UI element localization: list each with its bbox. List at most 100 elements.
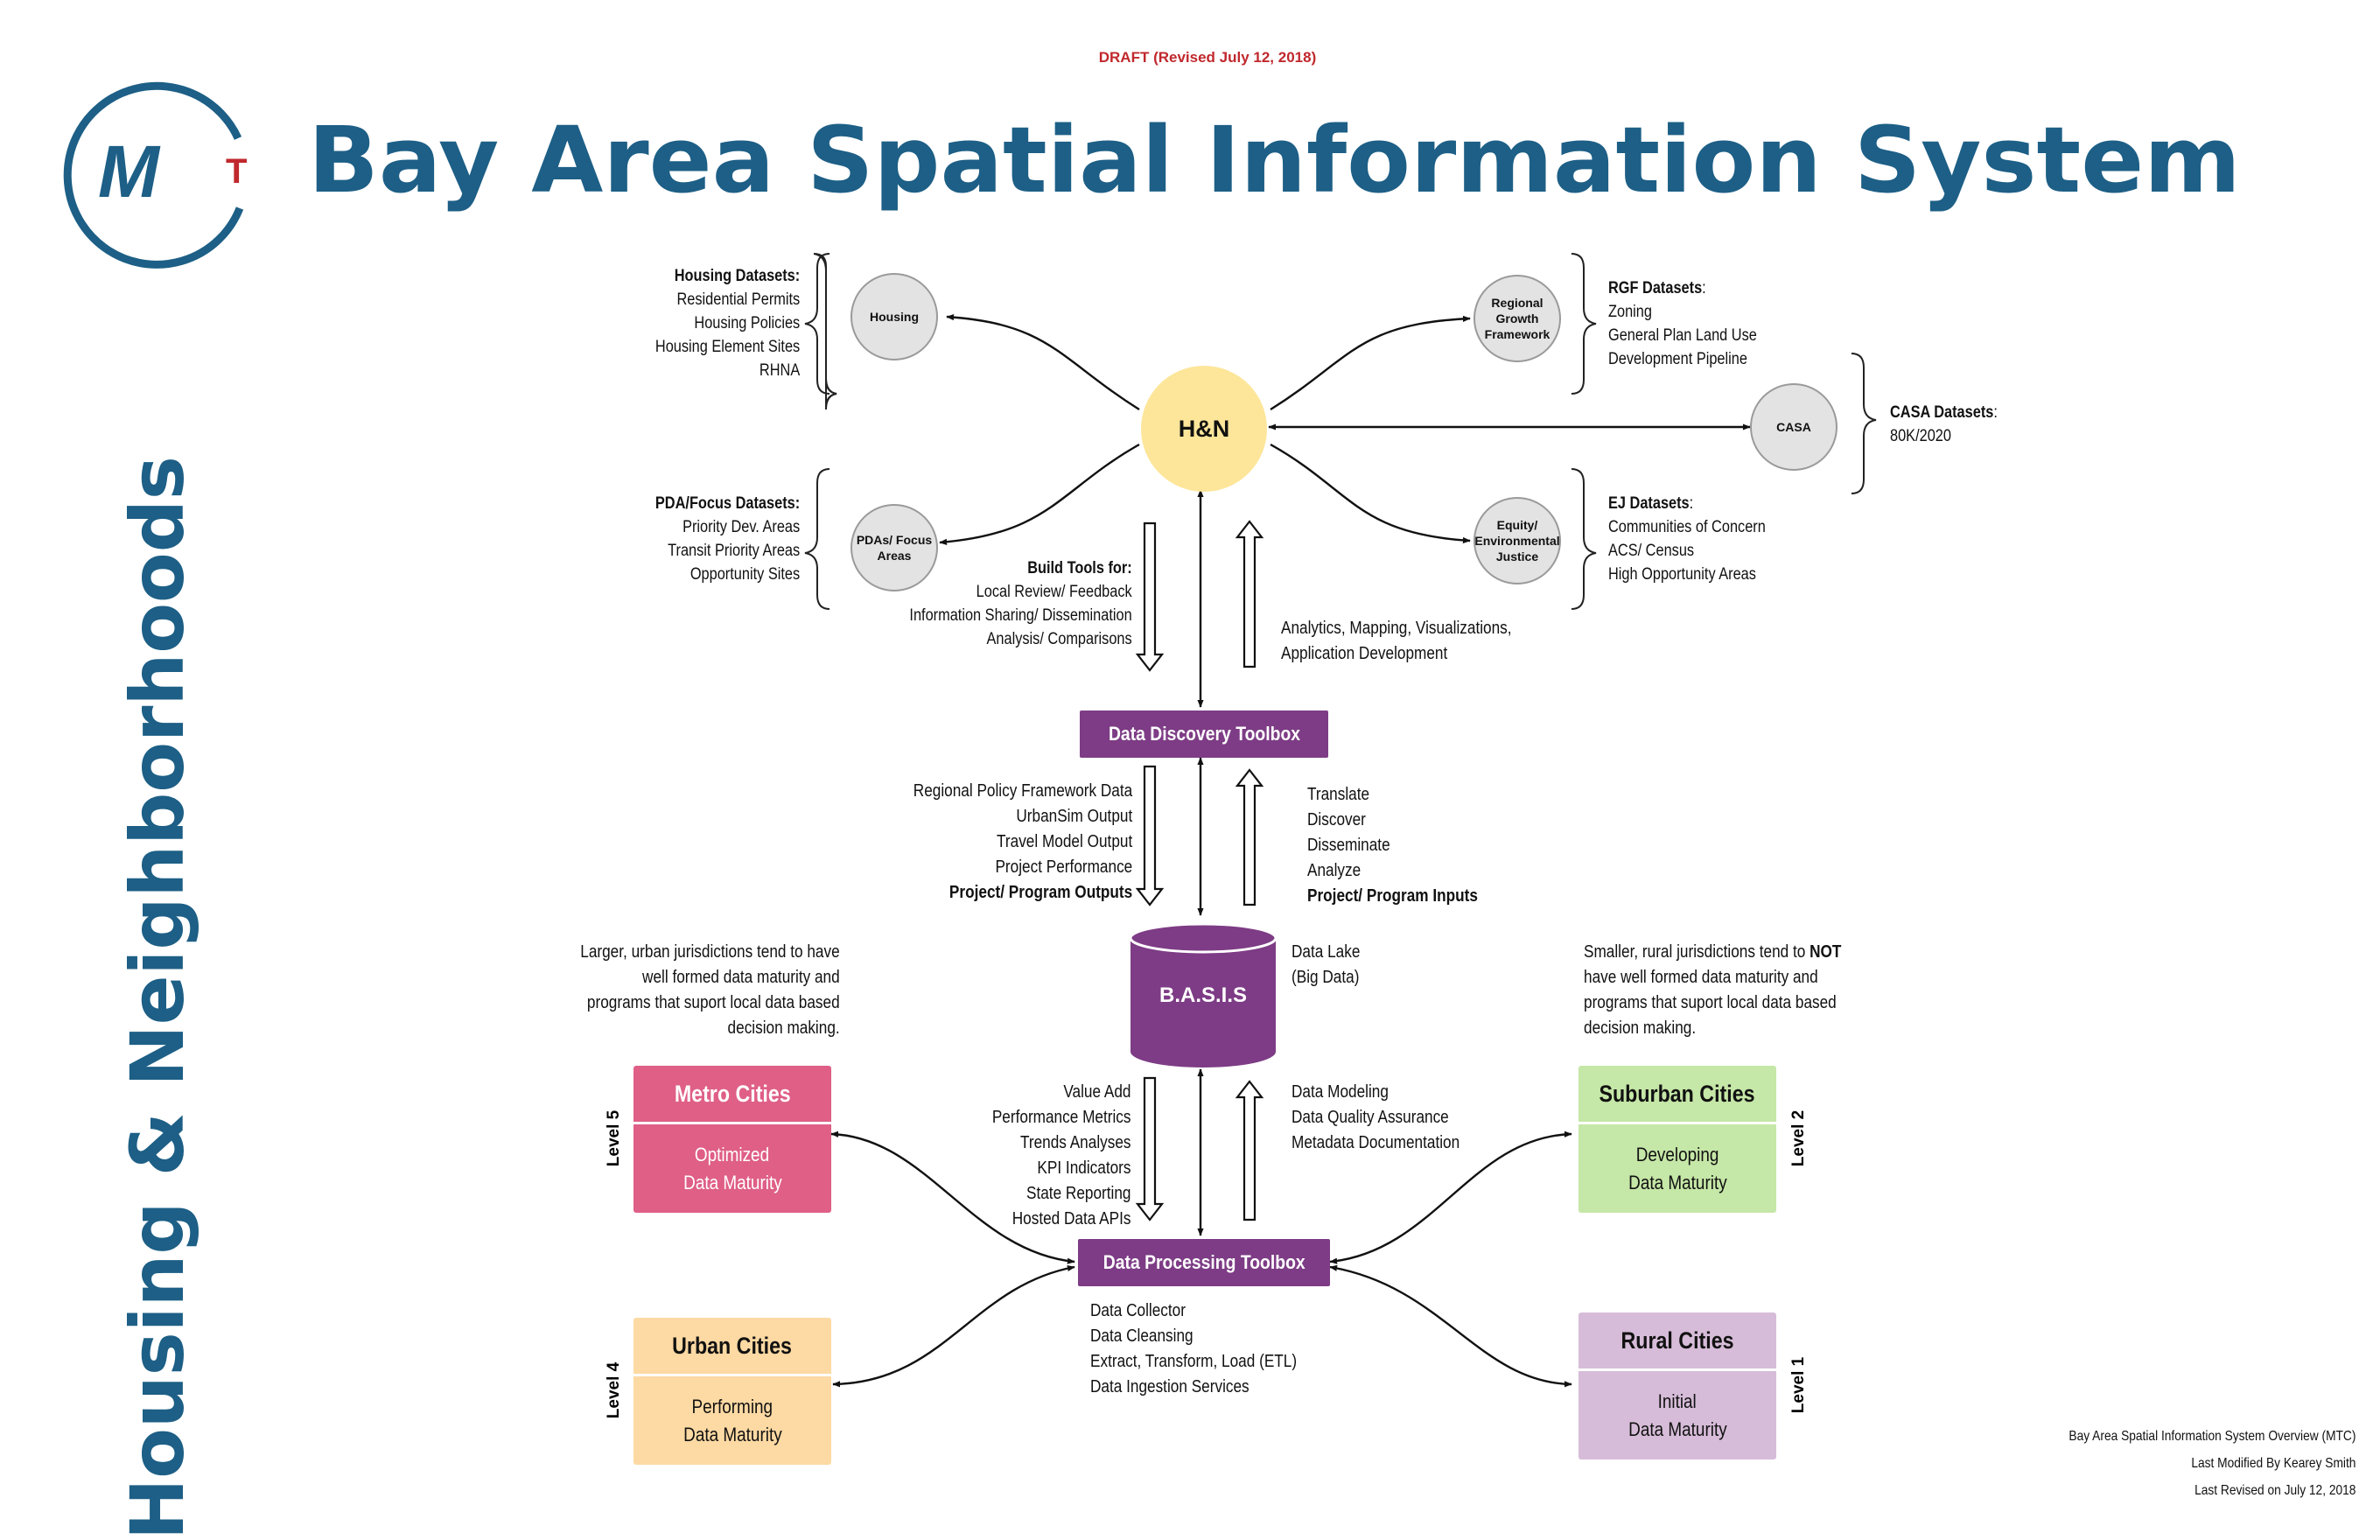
node-pdas: PDAs/ Focus Areas [850,504,938,592]
dataset-item: ACS/ Census [1608,542,1695,560]
dataset-item: Transit Priority Areas [667,542,800,560]
hollow-arrow-build-down [1135,522,1165,672]
hollow-arrow-modeling-up [1235,1080,1264,1222]
node-rgf: Regional Growth Framework [1474,275,1561,362]
node-equity: Equity/ Environmental Justice [1474,497,1561,584]
node-housing-label: Housing [870,310,919,324]
flow-item: Data Lake [1292,942,1361,962]
flow-item: Trends Analyses [1019,1133,1130,1152]
note-line: programs that suport local data based [587,993,840,1012]
flow-item: KPI Indicators [1036,1158,1130,1178]
rural-level-label: Level 1 [1789,1356,1808,1414]
suburban-cities-box: Suburban Cities Developing Data Maturity [1578,1066,1776,1213]
arrow-hn-pdas [939,443,1140,545]
flow-item: UrbanSim Output [1016,807,1132,826]
node-equity-line: Justice [1495,550,1539,564]
metro-level-label: Level 5 [605,1110,623,1167]
dataset-item: High Opportunity Areas [1608,565,1756,584]
collection-text: Data Collector Data Cleansing Extract, T… [1090,1298,1297,1400]
footer-notes: Bay Area Spatial Information System Over… [2068,1423,2356,1504]
flow-item: Project/ Program Inputs [1307,886,1478,906]
note-line: well formed data maturity and [642,968,840,987]
flow-item: Information Sharing/ Dissemination [909,606,1132,625]
node-casa-label: CASA [1776,420,1811,434]
dataset-item: Priority Dev. Areas [682,518,800,536]
dataset-item: RHNA [759,361,800,380]
node-rgf-line: Framework [1484,327,1550,341]
node-pdas-label: PDAs/ Focus Areas [857,532,932,564]
city-maturity-line: Data Maturity [1628,1418,1727,1440]
city-maturity-line: Data Maturity [682,1424,782,1446]
value-add-text: Value Add Performance Metrics Trends Ana… [991,1080,1130,1232]
build-tools-text: Build Tools for: Local Review/ Feedback … [910,556,1132,651]
flow-item: Analytics, Mapping, Visualizations, [1281,619,1512,638]
arrow-processing-urban [832,1264,1075,1388]
hollow-arrow-inputs-up [1235,768,1264,906]
flow-item: Regional Policy Framework Data [913,781,1132,801]
flow-item: Value Add [1062,1082,1130,1102]
arrow-hn-rgf [1270,315,1471,411]
flow-item: State Reporting [1026,1184,1130,1203]
footer-line: Last Modified By Kearey Smith [2190,1456,2356,1471]
flow-item: Project Performance [995,858,1132,877]
hollow-arrow-valueadd-down [1135,1076,1165,1222]
rural-cities-body: Initial Data Maturity [1578,1372,1776,1460]
dataset-item: Zoning [1608,303,1652,321]
suburban-cities-body: Developing Data Maturity [1578,1125,1776,1213]
data-processing-toolbox: Data Processing Toolbox [1078,1239,1330,1286]
dataset-item: Communities of Concern [1608,518,1766,536]
flow-item: Hosted Data APIs [1012,1209,1130,1228]
node-rgf-label: Regional Growth Framework [1485,295,1550,342]
mtc-logo: M T [54,77,256,270]
arrow-processing-suburban [1329,1130,1572,1264]
note-line: decision making. [1584,1018,1697,1038]
housing-datasets-title: Housing Datasets: [674,267,800,285]
flow-item: Travel Model Output [996,832,1132,851]
ej-datasets: EJ Datasets: Communities of Concern ACS/… [1608,492,1766,586]
outputs-text: Regional Policy Framework Data UrbanSim … [914,779,1132,906]
inputs-text: Translate Discover Disseminate Analyze P… [1307,782,1478,909]
hollow-arrow-outputs-down [1135,765,1165,906]
flow-item: Discover [1307,810,1366,830]
dataset-item: Housing Element Sites [654,338,800,356]
node-rgf-line: Regional [1491,296,1544,310]
rural-cities-box: Rural Cities Initial Data Maturity [1578,1312,1776,1460]
brace-pda [804,468,830,610]
brace-casa [1851,353,1877,494]
brace-housing-left [804,253,830,395]
flow-item: Analyze [1307,861,1362,880]
urban-cities-body: Performing Data Maturity [634,1377,831,1465]
note-line: decision making. [727,1018,840,1038]
city-maturity-line: Initial [1657,1390,1698,1412]
casa-datasets: CASA Datasets: 80K/2020 [1890,401,1998,448]
basis-database: B.A.S.I.S [1129,922,1278,1071]
city-maturity-line: Data Maturity [1628,1172,1727,1194]
arrow-processing-metro [830,1130,1075,1264]
flow-item: Data Collector [1090,1301,1186,1320]
pda-datasets: PDA/Focus Datasets: Priority Dev. Areas … [655,492,800,586]
dataset-item: Development Pipeline [1608,350,1747,368]
node-pdas-line: Areas [877,549,912,563]
note-line: Smaller, rural jurisdictions tend to NOT [1584,942,1842,962]
data-discovery-toolbox: Data Discovery Toolbox [1080,710,1328,758]
logo-letter-m: M [98,130,159,213]
hollow-arrow-analytics-up [1235,520,1264,668]
flow-item: Performance Metrics [991,1108,1130,1127]
housing-datasets: Housing Datasets: Residential Permits Ho… [655,264,800,382]
brace-ej [1571,468,1597,610]
data-processing-toolbox-label: Data Processing Toolbox [1102,1251,1306,1273]
flow-item: Application Development [1281,644,1448,663]
smaller-jurisdictions-note: Smaller, rural jurisdictions tend to NOT… [1584,940,1841,1041]
flow-item: Analysis/ Comparisons [986,630,1132,648]
build-tools-title: Build Tools for: [1027,559,1132,578]
larger-jurisdictions-note: Larger, urban jurisdictions tend to have… [581,940,840,1041]
flow-item: Data Quality Assurance [1292,1108,1449,1127]
side-title: Housing & Neighborhoods [115,456,200,1540]
flow-item: Local Review/ Feedback [976,583,1132,601]
basis-label: B.A.S.I.S [1158,984,1248,1007]
urban-level-label: Level 4 [605,1362,623,1419]
footer-line: Last Revised on July 12, 2018 [2194,1483,2356,1498]
flow-item: Extract, Transform, Load (ETL) [1090,1352,1298,1371]
note-line: Larger, urban jurisdictions tend to have [580,942,840,962]
